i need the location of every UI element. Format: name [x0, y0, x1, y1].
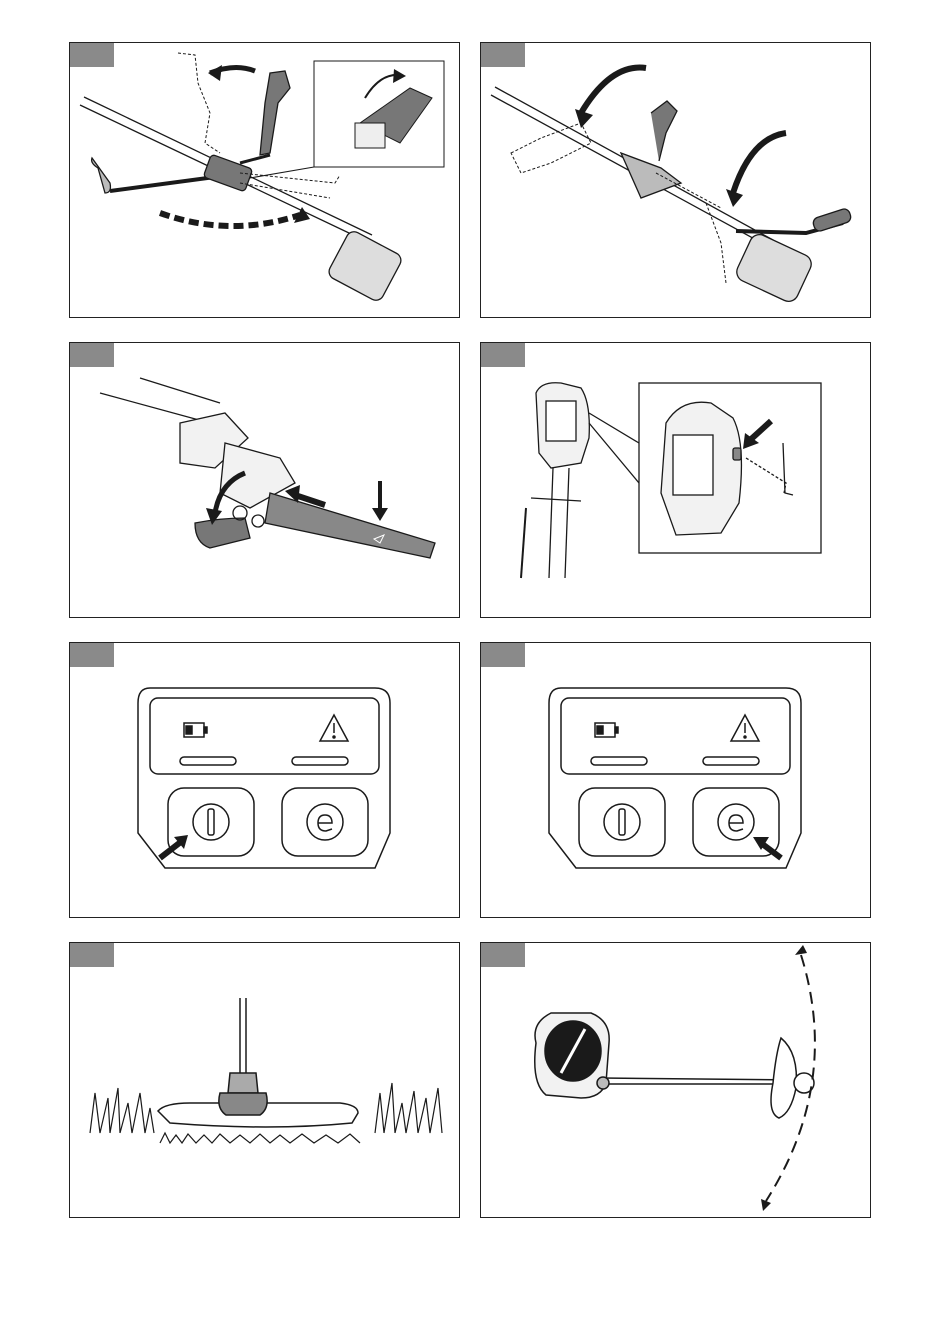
figure-panel-6 [480, 642, 871, 918]
keypad-power-button-illustration [70, 643, 460, 918]
handle-rotation-illustration [70, 43, 460, 318]
figure-panel-7 [69, 942, 460, 1218]
keypad-savee-button-illustration [481, 643, 871, 918]
battery-compartment-illustration [481, 343, 871, 618]
figure-panel-5 [69, 642, 460, 918]
handle-fold-illustration [481, 43, 871, 318]
figure-panel-8 [480, 942, 871, 1218]
figure-panel-2 [480, 42, 871, 318]
figure-panel-3 [69, 342, 460, 618]
figure-panel-4 [480, 342, 871, 618]
sweeping-motion-illustration [481, 943, 871, 1218]
figure-panel-1 [69, 42, 460, 318]
blade-height-illustration [70, 943, 460, 1218]
shaft-coupling-illustration [70, 343, 460, 618]
